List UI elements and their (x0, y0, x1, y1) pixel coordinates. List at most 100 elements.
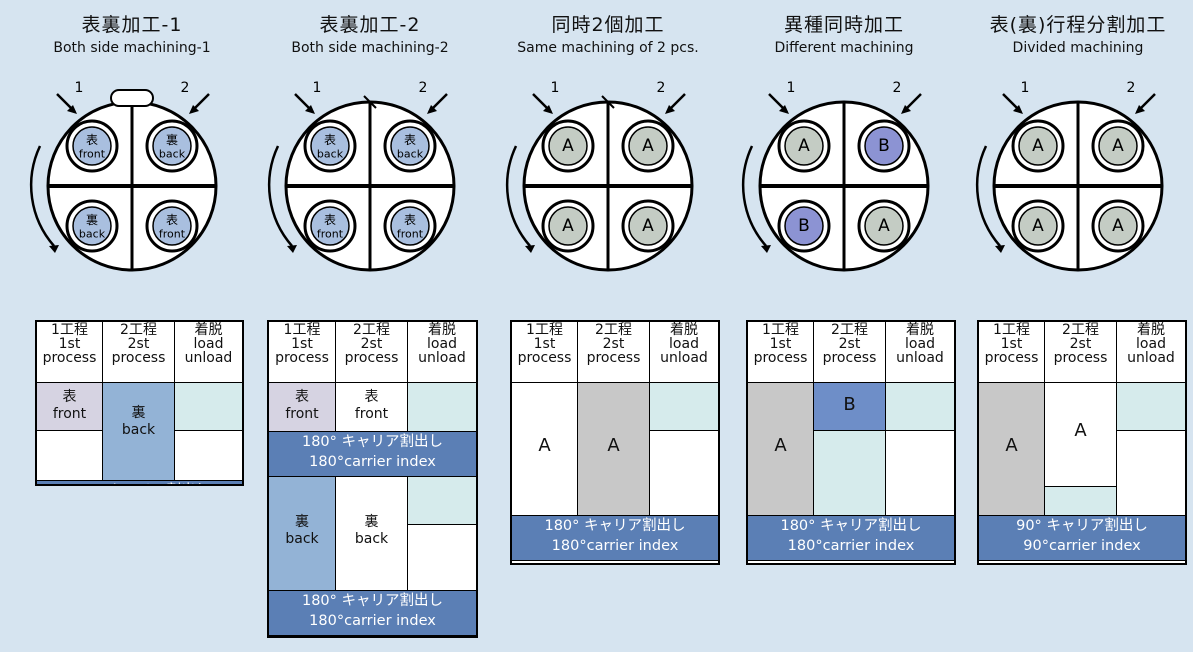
workpiece (72, 126, 112, 166)
workpiece-label: A (1032, 136, 1044, 156)
cell-front: 表 front (37, 383, 103, 431)
workpiece (548, 206, 588, 246)
workpiece-sublabel: back (79, 228, 106, 241)
workpiece (1098, 126, 1138, 166)
rotation-arrowhead (49, 245, 59, 253)
workpiece-label: 表 (404, 213, 416, 227)
workpiece (72, 206, 112, 246)
gap-mark (601, 95, 615, 109)
title-jp: 異種同時加工 (783, 14, 904, 36)
cell-back: 裏 back (336, 477, 408, 590)
cell-load (886, 383, 954, 431)
cell-load (1117, 383, 1185, 431)
cell-a: A (578, 383, 650, 515)
title-en: Both side machining-2 (291, 40, 449, 56)
cell-a: A (748, 383, 814, 515)
rotation-arrow (505, 145, 531, 247)
workpiece-label: A (1032, 216, 1044, 236)
workpiece-sublabel: front (397, 228, 424, 241)
workpiece (628, 126, 668, 166)
cell-load (408, 477, 476, 525)
cell-empty (37, 431, 103, 480)
cell-load (650, 383, 718, 431)
spindle-arrowhead (779, 105, 789, 114)
rotation-arrow (741, 145, 767, 247)
rotation-arrowhead (995, 245, 1005, 253)
spindle-arrowhead (1135, 105, 1145, 114)
station-number: 2 (419, 80, 428, 96)
spindle-arrowhead (1013, 105, 1023, 114)
workpiece-sublabel: front (317, 228, 344, 241)
workpiece (1018, 126, 1058, 166)
cell-load (175, 383, 242, 431)
workpiece-sublabel: back (317, 148, 344, 161)
workpiece-label: A (798, 136, 810, 156)
station-number: 2 (893, 80, 902, 96)
rotation-arrow (975, 145, 1001, 247)
workpiece-label: 表 (324, 133, 336, 147)
station-number: 1 (551, 80, 560, 96)
cell-a: A (1045, 383, 1117, 487)
spindle-arrowhead (67, 105, 77, 114)
spindle-arrowhead (901, 105, 911, 114)
station-number: 1 (75, 80, 84, 96)
title-en: Divided machining (1012, 40, 1144, 56)
workpiece (310, 126, 350, 166)
cell-front: 表 front (336, 383, 408, 431)
cell-empty (886, 431, 954, 515)
workpiece-label: A (1112, 136, 1124, 156)
title-jp: 表裏加工-1 (81, 14, 183, 36)
workpiece-sublabel: front (79, 148, 106, 161)
rotation-arrowhead (761, 245, 771, 253)
workpiece (864, 126, 904, 166)
cell-back: 裏 back (103, 383, 175, 480)
rotation-arrowhead (287, 245, 297, 253)
workpiece-label: 表 (324, 213, 336, 227)
station-number: 1 (1021, 80, 1030, 96)
workpiece (1098, 206, 1138, 246)
workpiece-label: A (1112, 216, 1124, 236)
workpiece-label: B (878, 136, 890, 156)
workpiece-label: A (562, 216, 574, 236)
workpiece (628, 206, 668, 246)
workpiece (784, 126, 824, 166)
title-jp: 同時2個加工 (551, 14, 665, 36)
rotation-arrow (267, 145, 293, 247)
workpiece (152, 206, 192, 246)
workpiece (864, 206, 904, 246)
workpiece (1018, 206, 1058, 246)
workpiece-label: B (798, 216, 810, 236)
cell-back: 裏 back (269, 477, 336, 590)
cell-load (814, 431, 886, 515)
workpiece-label: A (562, 136, 574, 156)
workpiece-label: A (642, 216, 654, 236)
workpiece-label: 裏 (86, 212, 98, 227)
workpiece-sublabel: back (397, 148, 424, 161)
